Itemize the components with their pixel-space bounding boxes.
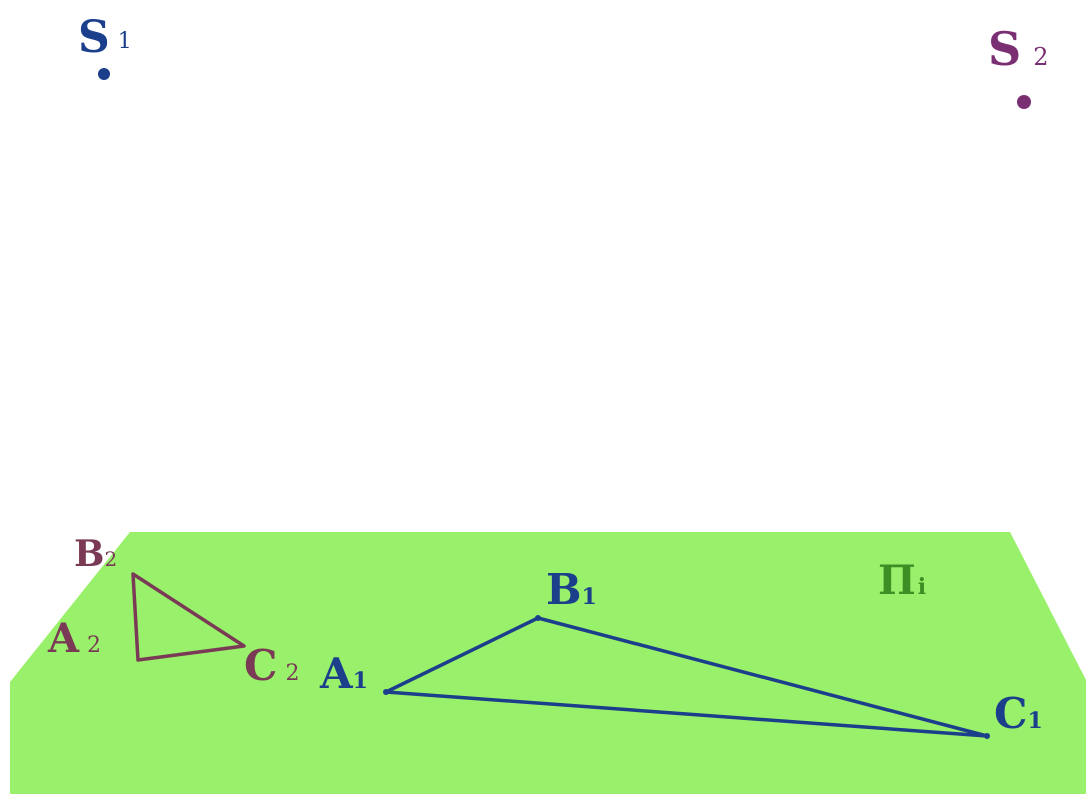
label-s2-sub: 2	[1033, 43, 1048, 71]
vertex-b1	[535, 615, 541, 621]
label-c1: C1	[994, 689, 1043, 738]
projection-plane	[10, 532, 1086, 794]
point-s1	[98, 68, 110, 80]
label-c2-letter: C	[244, 641, 277, 690]
vertex-c1	[984, 733, 990, 739]
label-s1-sub: 1	[118, 29, 132, 54]
label-a1: A1	[319, 649, 368, 698]
label-b2-letter: B	[74, 533, 104, 575]
label-a2-sub: 2	[87, 633, 101, 658]
label-s2-letter: S	[988, 22, 1021, 76]
triangle-a1b1c1	[384, 616, 989, 738]
vertex-a1	[383, 689, 389, 695]
label-b1-sub: 1	[582, 584, 597, 610]
label-a1-letter: A	[319, 649, 354, 698]
point-s2	[1017, 95, 1031, 109]
label-b2: B2	[74, 533, 117, 575]
triangle-a2b2c2	[131, 572, 246, 662]
label-c2-sub: 2	[285, 661, 299, 686]
label-c1-letter: C	[994, 689, 1027, 738]
plane-label: Πi	[878, 557, 926, 604]
label-s1-letter: S	[78, 12, 110, 63]
label-a1-sub: 1	[353, 668, 368, 694]
label-c1-sub: 1	[1027, 708, 1042, 734]
label-b1: B1	[546, 565, 597, 614]
label-a2-letter: A	[47, 615, 80, 662]
label-b1-letter: B	[546, 565, 582, 614]
plane-label-sub: i	[918, 574, 926, 600]
label-b2-sub: 2	[104, 547, 117, 571]
plane-label-letter: Π	[878, 557, 916, 604]
